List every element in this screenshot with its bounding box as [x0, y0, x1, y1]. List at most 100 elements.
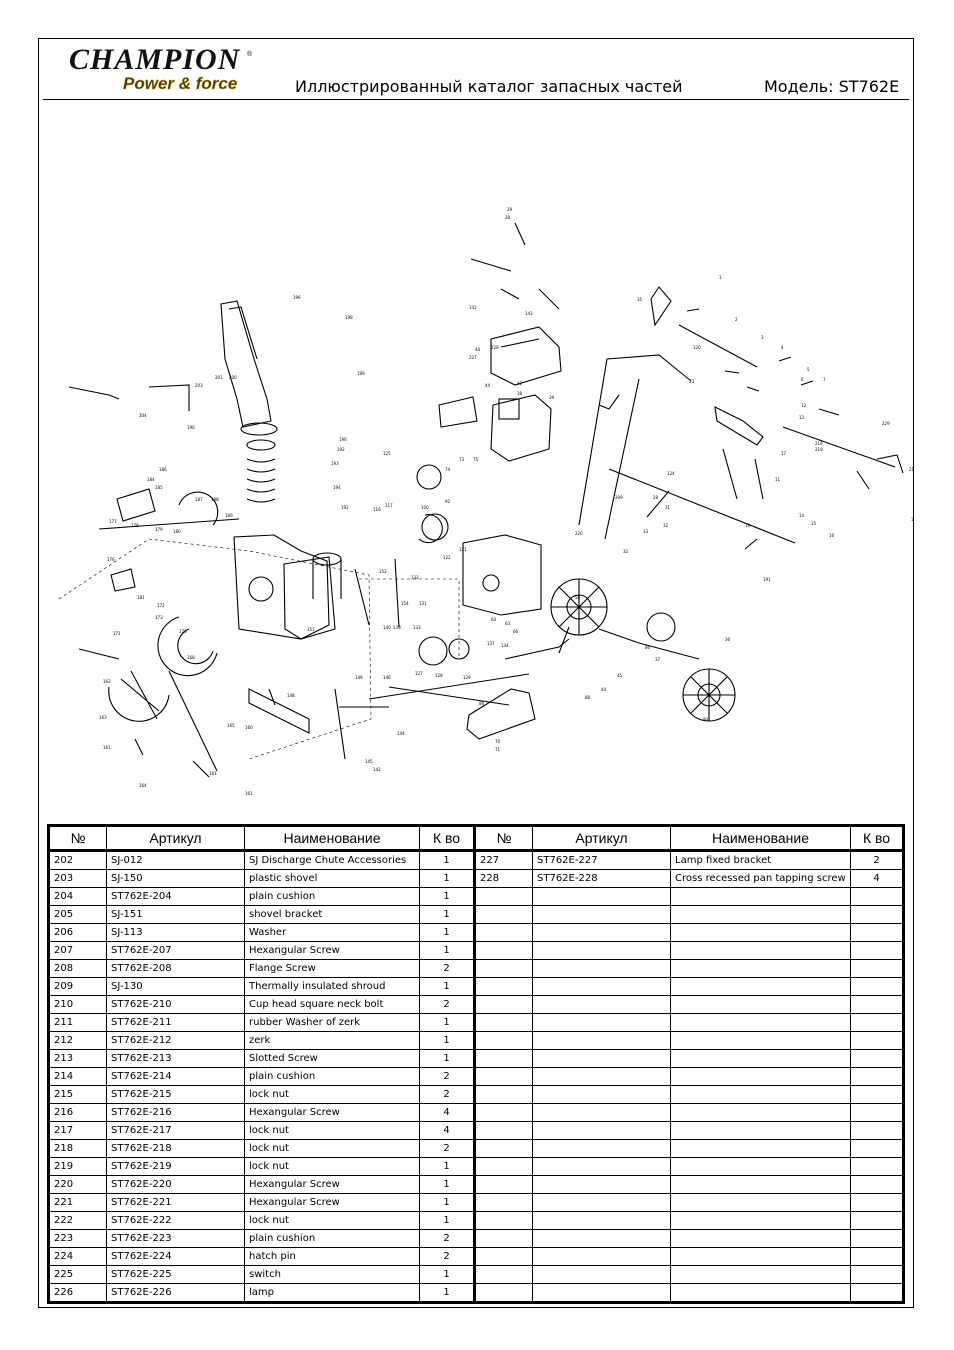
cell-name: lock nut	[244, 1121, 420, 1140]
cell-article: ST762E-208	[106, 959, 245, 978]
callout-label: 36	[725, 637, 731, 642]
cell-name: plain cushion	[244, 1229, 420, 1248]
cell-qty: 4	[419, 1103, 475, 1122]
callout-label: 44	[475, 347, 481, 352]
cell-article	[532, 1139, 671, 1158]
cell-name: plain cushion	[244, 1067, 420, 1086]
cell-number: 211	[48, 1013, 107, 1032]
callout-label: 173	[155, 615, 163, 620]
callout-label: 66	[513, 629, 519, 634]
callout-label: 185	[155, 485, 163, 490]
callout-label: 35	[637, 297, 643, 302]
logo-brand: CHAMPION	[69, 43, 241, 76]
cell-qty: 1	[419, 941, 475, 960]
cell-name: Slotted Screw	[244, 1049, 420, 1068]
cell-article: SJ-130	[106, 977, 245, 996]
cell-qty: 1	[419, 850, 475, 870]
cell-qty	[850, 1283, 904, 1303]
cell-name	[670, 1211, 851, 1230]
callout-label: 44	[601, 687, 607, 692]
cell-name	[670, 995, 851, 1014]
cell-name: Cup head square neck bolt	[244, 995, 420, 1014]
callout-label: 220	[575, 531, 583, 536]
callout-label: 5	[807, 367, 810, 372]
callout-label: 70	[495, 739, 501, 744]
cell-name: hatch pin	[244, 1247, 420, 1266]
cell-number: 216	[48, 1103, 107, 1122]
callout-label: 229	[882, 421, 890, 426]
cell-qty: 2	[850, 850, 904, 870]
callout-label: 86	[645, 645, 651, 650]
callout-label: 149	[355, 675, 363, 680]
callout-label: 196	[293, 295, 301, 300]
cell-number	[473, 1265, 533, 1284]
cell-name: lock nut	[244, 1211, 420, 1230]
callout-label: 143	[525, 311, 533, 316]
cell-qty: 1	[419, 1211, 475, 1230]
callout-label: 42	[517, 381, 523, 386]
catalog-title: Иллюстрированный каталог запасных частей	[295, 77, 683, 96]
cell-article	[532, 1085, 671, 1104]
col-header-qty: К во	[850, 825, 904, 852]
cell-number	[473, 959, 533, 978]
cell-name	[670, 1085, 851, 1104]
callout-label: 204	[139, 413, 147, 418]
callout-label: 148	[287, 693, 295, 698]
callout-label: 228	[491, 345, 499, 350]
cell-name	[670, 1067, 851, 1086]
callout-label: 137	[487, 641, 495, 646]
cell-article	[532, 995, 671, 1014]
cell-article: ST762E-217	[106, 1121, 245, 1140]
cell-name: SJ Discharge Chute Accessories	[244, 850, 420, 870]
callout-label: 29	[507, 207, 513, 212]
cell-number: 218	[48, 1139, 107, 1158]
cell-qty: 1	[419, 1013, 475, 1032]
callout-label: 186	[159, 467, 167, 472]
cell-number: 214	[48, 1067, 107, 1086]
cell-qty	[850, 1121, 904, 1140]
callout-label: 3	[761, 335, 764, 340]
logo-tagline: Power & force	[123, 74, 238, 93]
cell-number	[473, 1157, 533, 1176]
cell-qty	[850, 977, 904, 996]
cell-article: ST762E-216	[106, 1103, 245, 1122]
callout-label: 73	[459, 457, 465, 462]
cell-qty: 1	[419, 1265, 475, 1284]
cell-name: Cross recessed pan tapping screw	[670, 869, 851, 888]
callout-label: 116	[373, 507, 381, 512]
callout-label: 190	[187, 425, 195, 430]
callout-label: 127	[415, 671, 423, 676]
cell-name: lock nut	[244, 1139, 420, 1158]
callout-label: 4	[781, 345, 784, 350]
callout-label: 38	[517, 391, 523, 396]
cell-qty: 1	[419, 977, 475, 996]
cell-number: 220	[48, 1175, 107, 1194]
cell-name: shovel bracket	[244, 905, 420, 924]
callout-label: 13	[799, 415, 805, 420]
callout-label: 180	[173, 529, 181, 534]
cell-qty	[850, 1013, 904, 1032]
cell-qty	[850, 1103, 904, 1122]
callout-label: 64	[491, 617, 497, 622]
cell-name: Hexangular Screw	[244, 941, 420, 960]
callout-label: 58	[575, 595, 581, 600]
cell-qty	[850, 995, 904, 1014]
cell-qty	[850, 887, 904, 906]
cell-name	[670, 1247, 851, 1266]
col-header-name: Наименование	[670, 825, 851, 852]
cell-number: 212	[48, 1031, 107, 1050]
callout-label: 74	[445, 467, 451, 472]
cell-name: Hexangular Screw	[244, 1175, 420, 1194]
cell-number: 224	[48, 1247, 107, 1266]
cell-number: 210	[48, 995, 107, 1014]
cell-article	[532, 887, 671, 906]
cell-number	[473, 941, 533, 960]
callout-label: 122	[443, 555, 451, 560]
cell-name	[670, 1031, 851, 1050]
